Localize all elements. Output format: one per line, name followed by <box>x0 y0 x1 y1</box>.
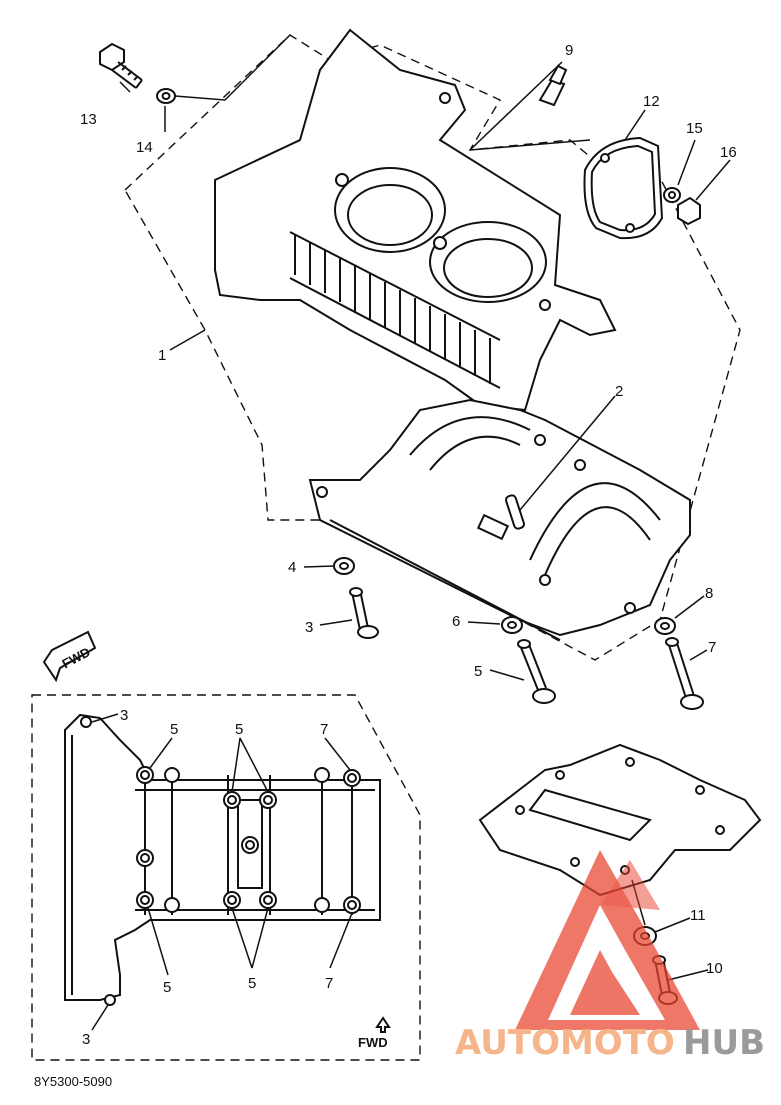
washer-14 <box>156 88 176 104</box>
diagram-code: 8Y5300-5090 <box>34 1074 112 1089</box>
inset-callout-5-bottom-center: 5 <box>248 975 256 992</box>
watermark-part2: HUB <box>683 1023 765 1063</box>
upper-crankcase <box>214 28 617 412</box>
watermark-text: AUTOMOTO HUB <box>455 1023 765 1063</box>
bolt-13 <box>99 42 143 89</box>
fwd-arrow: FWD <box>42 630 97 683</box>
watermark-logo <box>515 850 700 1030</box>
bolt-7 <box>665 637 704 710</box>
bolt-5 <box>517 639 556 704</box>
watermark-part1: AUTOMOTO <box>455 1023 675 1063</box>
lower-crankcase <box>308 398 691 641</box>
callout-6: 6 <box>452 613 460 630</box>
callout-9: 9 <box>565 42 573 59</box>
washer-6 <box>501 616 523 634</box>
callout-14: 14 <box>136 139 153 156</box>
callout-3: 3 <box>305 619 313 636</box>
fitting-9 <box>538 64 568 107</box>
callout-8: 8 <box>705 585 713 602</box>
callout-16: 16 <box>720 144 737 161</box>
inset-callout-5-bottom-left: 5 <box>163 979 171 996</box>
callout-10: 10 <box>706 960 723 977</box>
callout-numbers: 1 2 3 4 5 6 7 8 9 10 11 12 13 14 15 16 3… <box>80 42 737 1048</box>
cover-12 <box>583 136 664 240</box>
washer-8 <box>654 617 676 635</box>
inset-callout-5-top-left: 5 <box>170 721 178 738</box>
callout-12: 12 <box>643 93 660 110</box>
callout-13: 13 <box>80 111 97 128</box>
washer-4 <box>333 557 355 575</box>
callout-5: 5 <box>474 663 482 680</box>
callout-7: 7 <box>708 639 716 656</box>
inset-callout-3-top: 3 <box>120 707 128 724</box>
callout-11: 11 <box>690 907 706 924</box>
callout-15: 15 <box>686 120 703 137</box>
washer-15 <box>663 187 681 203</box>
callout-2: 2 <box>615 383 623 400</box>
inset-callout-5-top-center: 5 <box>235 721 243 738</box>
inset-bolt-holes <box>80 716 361 1006</box>
inset-callout-3-bottom: 3 <box>82 1031 90 1048</box>
inset-fwd-label: FWD <box>358 1035 388 1050</box>
callout-1: 1 <box>158 347 166 364</box>
leader-lines <box>119 34 731 681</box>
plug-16 <box>677 196 701 226</box>
callout-4: 4 <box>288 559 296 576</box>
inset-callout-7-bottom: 7 <box>325 975 333 992</box>
inset-bottom-view: FWD <box>31 694 421 1061</box>
bolt-3 <box>349 587 379 639</box>
inset-callout-7-top: 7 <box>320 721 328 738</box>
